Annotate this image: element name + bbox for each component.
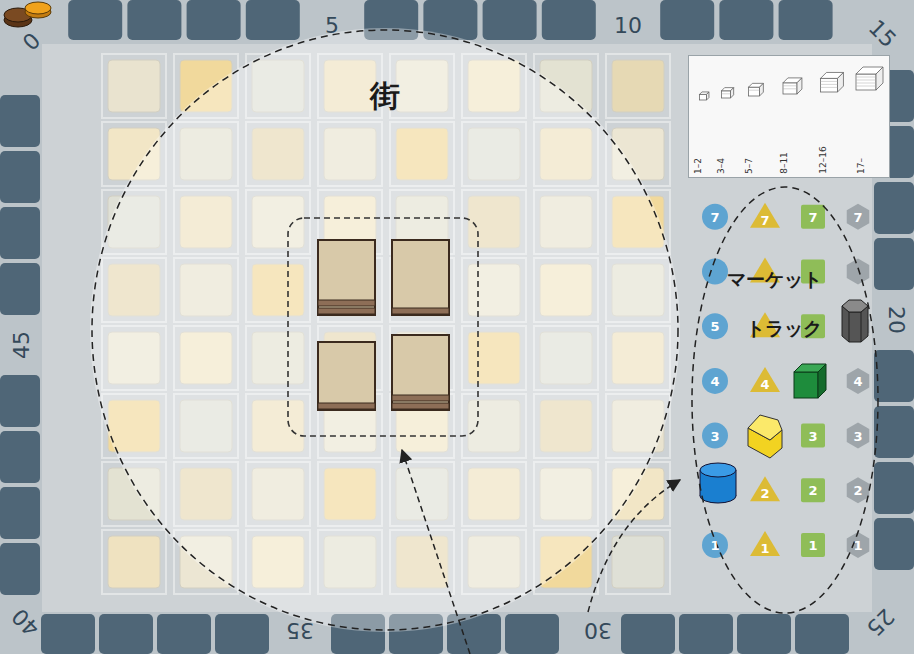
range-label: 3–4 xyxy=(717,158,726,174)
range-label: 17– xyxy=(857,158,866,174)
track-space xyxy=(874,350,914,402)
track-space xyxy=(874,182,914,234)
score-marker xyxy=(4,2,51,27)
range-label: 1–2 xyxy=(694,158,703,174)
score-number: 15 xyxy=(864,16,899,51)
score-number: 30 xyxy=(584,619,612,641)
track-space xyxy=(187,0,241,40)
market-number: 2 xyxy=(853,484,862,497)
market-number: 2 xyxy=(808,484,817,497)
building-card: 1–2 3–4 5–7 8–11 12–16 17– xyxy=(688,55,890,178)
track-space xyxy=(68,0,122,40)
building-tile xyxy=(318,240,449,410)
market-number: 4 xyxy=(853,374,862,387)
market-number: 1 xyxy=(760,542,769,555)
range-label: 8–11 xyxy=(780,152,789,174)
track-space xyxy=(719,0,773,40)
city-region: 街 xyxy=(90,28,680,632)
score-number: 0 xyxy=(19,29,44,54)
track-space xyxy=(874,406,914,458)
track-space xyxy=(795,614,849,654)
track-space xyxy=(874,238,914,290)
market-number: 3 xyxy=(710,429,719,442)
market-number: 2 xyxy=(760,487,769,500)
score-number: 45 xyxy=(11,331,33,359)
city-area xyxy=(90,28,680,632)
track-space xyxy=(0,543,40,595)
track-space xyxy=(679,614,733,654)
center-region xyxy=(288,218,478,436)
track-space xyxy=(0,375,40,427)
market-number: 3 xyxy=(853,429,862,442)
track-space xyxy=(157,614,211,654)
track-space xyxy=(127,0,181,40)
track-space xyxy=(621,614,675,654)
track-space xyxy=(874,462,914,514)
market-number: 7 xyxy=(710,210,719,223)
track-space xyxy=(0,207,40,259)
market-number: 1 xyxy=(808,539,817,552)
track-space xyxy=(99,614,153,654)
building-icon xyxy=(700,67,884,100)
region-label: マーケット トラック xyxy=(714,255,822,354)
card xyxy=(688,55,890,178)
track-space xyxy=(737,614,791,654)
market-number: 7 xyxy=(760,213,769,226)
track-space xyxy=(0,431,40,483)
score-number: 5 xyxy=(325,15,339,37)
track-space xyxy=(874,518,914,570)
market-number: 3 xyxy=(808,429,817,442)
score-number: 25 xyxy=(862,604,897,639)
score-number: 20 xyxy=(885,306,907,334)
track-space xyxy=(0,95,40,147)
track-space xyxy=(483,0,537,40)
track-space xyxy=(542,0,596,40)
market-number: 7 xyxy=(808,210,817,223)
market-number: 5 xyxy=(710,320,719,333)
range-label: 12–16 xyxy=(819,147,828,174)
track-space xyxy=(660,0,714,40)
score-number: 10 xyxy=(614,15,642,37)
score-number: 35 xyxy=(286,619,314,641)
market-number: 4 xyxy=(760,377,769,390)
track-space xyxy=(0,151,40,203)
range-label: 5–7 xyxy=(745,158,754,174)
region-label: 街 xyxy=(90,78,680,114)
market-number: 7 xyxy=(853,210,862,223)
market-number: 1 xyxy=(710,539,719,552)
track-space xyxy=(0,487,40,539)
track-space xyxy=(215,614,269,654)
market-number: 4 xyxy=(710,374,719,387)
market-track xyxy=(702,203,869,558)
track-space xyxy=(0,263,40,315)
score-number: 40 xyxy=(8,604,43,639)
track-space xyxy=(505,614,559,654)
track-space xyxy=(779,0,833,40)
track-space xyxy=(246,0,300,40)
track-space xyxy=(41,614,95,654)
region-outline xyxy=(90,28,680,632)
market-number: 1 xyxy=(853,539,862,552)
